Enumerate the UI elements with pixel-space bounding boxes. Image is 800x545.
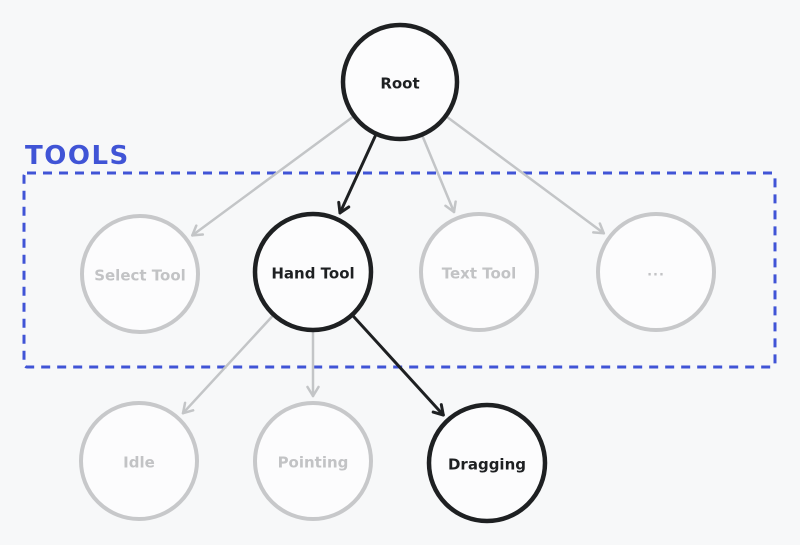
- node-hand-tool-label: Hand Tool: [271, 265, 354, 283]
- node-select-tool-label: Select Tool: [94, 267, 186, 285]
- edge-root-to-text-tool: [420, 133, 457, 214]
- node-idle-label: Idle: [123, 454, 155, 472]
- tools-group-label: TOOLS: [25, 141, 130, 171]
- edge-hand-tool-to-idle: [181, 312, 276, 415]
- node-pointing-circle: [253, 401, 373, 521]
- node-dragging-label: Dragging: [448, 456, 526, 474]
- node-hand-tool-circle: [252, 211, 374, 333]
- node-hand-tool: Hand Tool: [252, 211, 374, 333]
- node-dragging-circle: [426, 402, 548, 524]
- node-more-tools-circle: [596, 212, 716, 332]
- node-more-tools: ...: [596, 212, 716, 332]
- node-text-tool-label: Text Tool: [442, 265, 516, 283]
- node-more-tools-label: ...: [647, 265, 665, 280]
- node-idle-circle: [79, 401, 199, 521]
- node-select-tool: Select Tool: [80, 214, 200, 334]
- node-pointing: Pointing: [253, 401, 373, 521]
- edge-root-to-select-tool: [191, 114, 356, 237]
- edge-hand-tool-to-dragging: [349, 312, 445, 417]
- node-root: Root: [340, 22, 460, 142]
- node-select-tool-circle: [80, 214, 200, 334]
- node-pointing-label: Pointing: [278, 454, 349, 472]
- node-dragging: Dragging: [426, 402, 548, 524]
- node-text-tool-circle: [419, 212, 539, 332]
- edge-root-to-more-tools: [444, 114, 606, 235]
- node-root-circle: [340, 22, 460, 142]
- node-root-label: Root: [380, 75, 419, 93]
- node-text-tool: Text Tool: [419, 212, 539, 332]
- edge-root-to-hand-tool: [337, 132, 378, 215]
- node-idle: Idle: [79, 401, 199, 521]
